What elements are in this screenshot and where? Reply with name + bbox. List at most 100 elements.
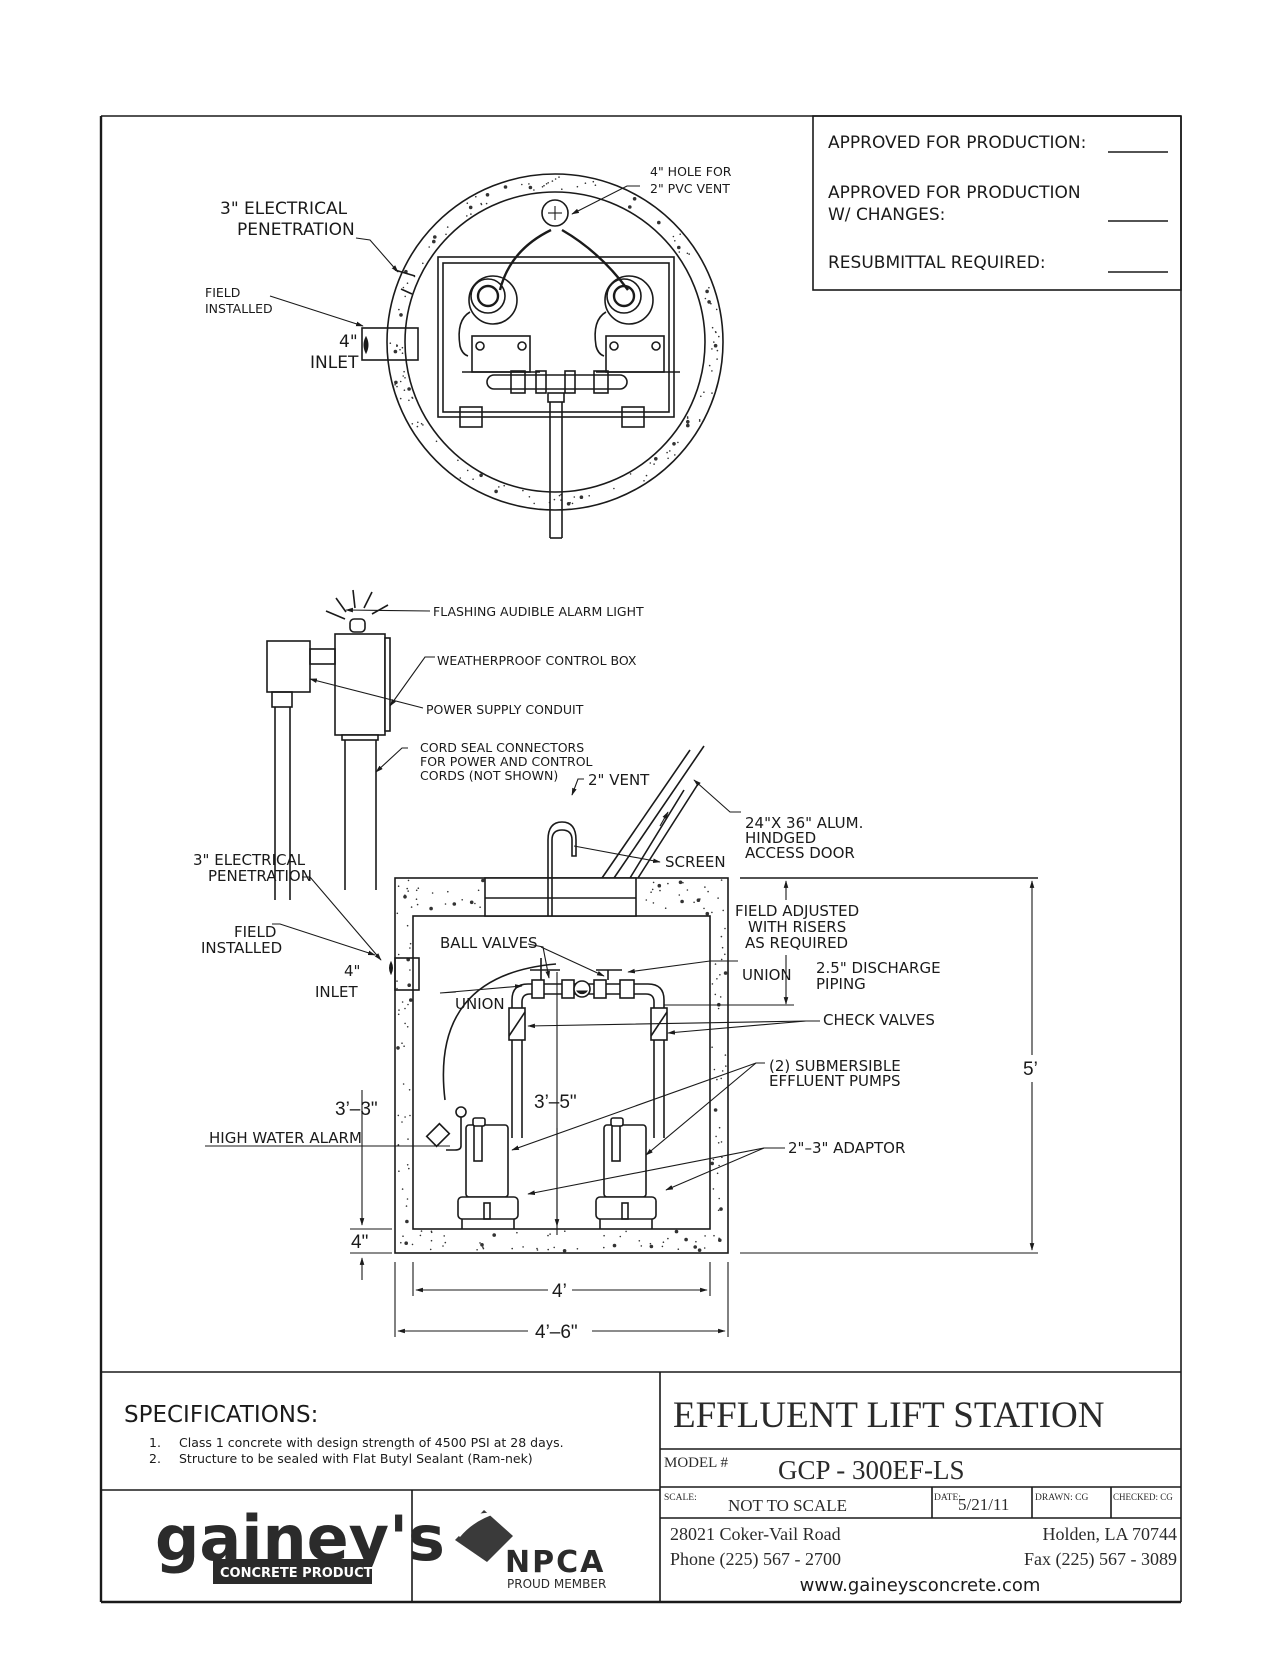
concrete-speck	[678, 880, 683, 885]
plan-electrical-penetration-label-2: PENETRATION	[237, 220, 355, 240]
concrete-speck	[603, 1234, 605, 1237]
spec-item-2-number: 2.	[149, 1451, 161, 1466]
union-left-label: UNION	[455, 995, 505, 1013]
concrete-speck	[399, 397, 402, 400]
concrete-speck	[404, 1241, 409, 1245]
concrete-speck	[603, 1246, 605, 1249]
check-valves-label: CHECK VALVES	[823, 1011, 935, 1029]
tank-outer	[394, 877, 729, 1254]
section-field-installed-label-2: INSTALLED	[201, 939, 282, 957]
cord-seal-label-2: FOR POWER AND CONTROL	[420, 754, 593, 769]
checked-by: CHECKED: CG	[1113, 1492, 1173, 1502]
concrete-speck	[698, 420, 701, 422]
concrete-speck	[659, 889, 661, 892]
concrete-speck	[553, 498, 556, 501]
concrete-speck	[533, 502, 535, 505]
concrete-speck	[724, 1054, 727, 1056]
vent-hole	[541, 199, 569, 227]
website-link[interactable]: www.gaineysconcrete.com	[800, 1575, 1041, 1596]
concrete-speck	[686, 252, 689, 255]
concrete-speck	[521, 183, 523, 186]
dim-alarm-height: 3’–3"	[335, 1099, 378, 1120]
pump-section-right	[595, 1117, 657, 1229]
concrete-speck	[718, 1126, 721, 1129]
concrete-speck	[536, 1249, 539, 1251]
screen-label: SCREEN	[665, 853, 726, 871]
concrete-speck	[707, 300, 711, 304]
concrete-speck	[720, 935, 723, 938]
access-door	[601, 745, 705, 879]
concrete-speck	[720, 879, 723, 881]
concrete-speck	[678, 894, 681, 896]
phone: Phone (225) 567 - 2700	[670, 1549, 841, 1570]
concrete-speck	[725, 1065, 727, 1067]
concrete-speck	[406, 282, 409, 285]
concrete-speck	[686, 889, 689, 891]
concrete-speck	[724, 927, 726, 930]
junction-box	[266, 640, 311, 693]
concrete-speck	[629, 473, 632, 475]
approved-changes-label-2: W/ CHANGES:	[828, 205, 945, 225]
concrete-speck	[717, 1007, 720, 1010]
concrete-speck	[485, 193, 490, 197]
concrete-speck	[482, 1247, 485, 1250]
concrete-speck	[652, 902, 655, 904]
concrete-speck	[516, 1231, 518, 1234]
concrete-speck	[406, 887, 409, 890]
alarm-light-icon	[325, 589, 389, 633]
concrete-speck	[700, 395, 702, 398]
concrete-speck	[677, 1248, 680, 1250]
float-switch	[455, 1106, 467, 1118]
concrete-speck	[405, 1205, 408, 1207]
approved-label: APPROVED FOR PRODUCTION:	[828, 133, 1086, 153]
concrete-speck	[480, 1243, 484, 1247]
concrete-speck	[594, 184, 597, 186]
concrete-speck	[667, 1237, 669, 1240]
concrete-speck	[407, 983, 412, 987]
concrete-speck	[404, 295, 407, 298]
concrete-speck	[657, 220, 661, 225]
concrete-speck	[476, 1249, 478, 1251]
union-right-label: UNION	[742, 966, 792, 984]
concrete-speck	[468, 205, 473, 210]
concrete-speck	[674, 240, 676, 242]
scale-value: NOT TO SCALE	[728, 1496, 847, 1515]
concrete-speck	[714, 993, 717, 996]
section-inlet-label: INLET	[315, 983, 358, 1001]
concrete-speck	[416, 903, 419, 906]
concrete-speck	[674, 1229, 679, 1234]
access-door-label-1: 24"X 36" ALUM.	[745, 814, 863, 832]
concrete-speck	[682, 881, 684, 884]
plan-field-installed-label-1: FIELD	[205, 285, 240, 300]
dim-floor-thickness: 4"	[351, 1232, 368, 1253]
concrete-speck	[396, 987, 398, 990]
tank-outer-wall	[386, 173, 724, 511]
concrete-speck	[401, 1188, 404, 1190]
concrete-speck	[402, 286, 405, 289]
concrete-speck	[561, 188, 563, 190]
concrete-speck	[481, 878, 485, 883]
concrete-speck	[562, 1249, 567, 1253]
resubmittal-label: RESUBMITTAL REQUIRED:	[828, 253, 1046, 273]
concrete-speck	[664, 907, 667, 909]
concrete-speck	[429, 1248, 432, 1251]
concrete-speck	[411, 1243, 414, 1246]
concrete-speck	[432, 239, 436, 244]
concrete-speck	[711, 911, 713, 914]
concrete-speck	[612, 1243, 617, 1248]
section-electrical-penetration-label-2: PENETRATION	[208, 867, 312, 885]
concrete-speck	[684, 1237, 688, 1242]
concrete-speck	[720, 1077, 722, 1080]
concrete-speck	[430, 1231, 433, 1234]
section-inlet-size: 4"	[344, 962, 360, 980]
discharge-piping-label-1: 2.5" DISCHARGE	[816, 959, 941, 977]
concrete-speck	[713, 1108, 718, 1112]
date-value: 5/21/11	[958, 1495, 1009, 1514]
city-state-zip: Holden, LA 70744	[1043, 1524, 1178, 1544]
fax: Fax (225) 567 - 3089	[1024, 1549, 1177, 1570]
section-electrical-penetration-label-1: 3" ELECTRICAL	[193, 851, 306, 869]
concrete-speck	[416, 425, 419, 428]
vent-pipe	[547, 821, 577, 916]
inlet-pipe-plan	[361, 327, 419, 361]
concrete-speck	[430, 1239, 433, 1242]
